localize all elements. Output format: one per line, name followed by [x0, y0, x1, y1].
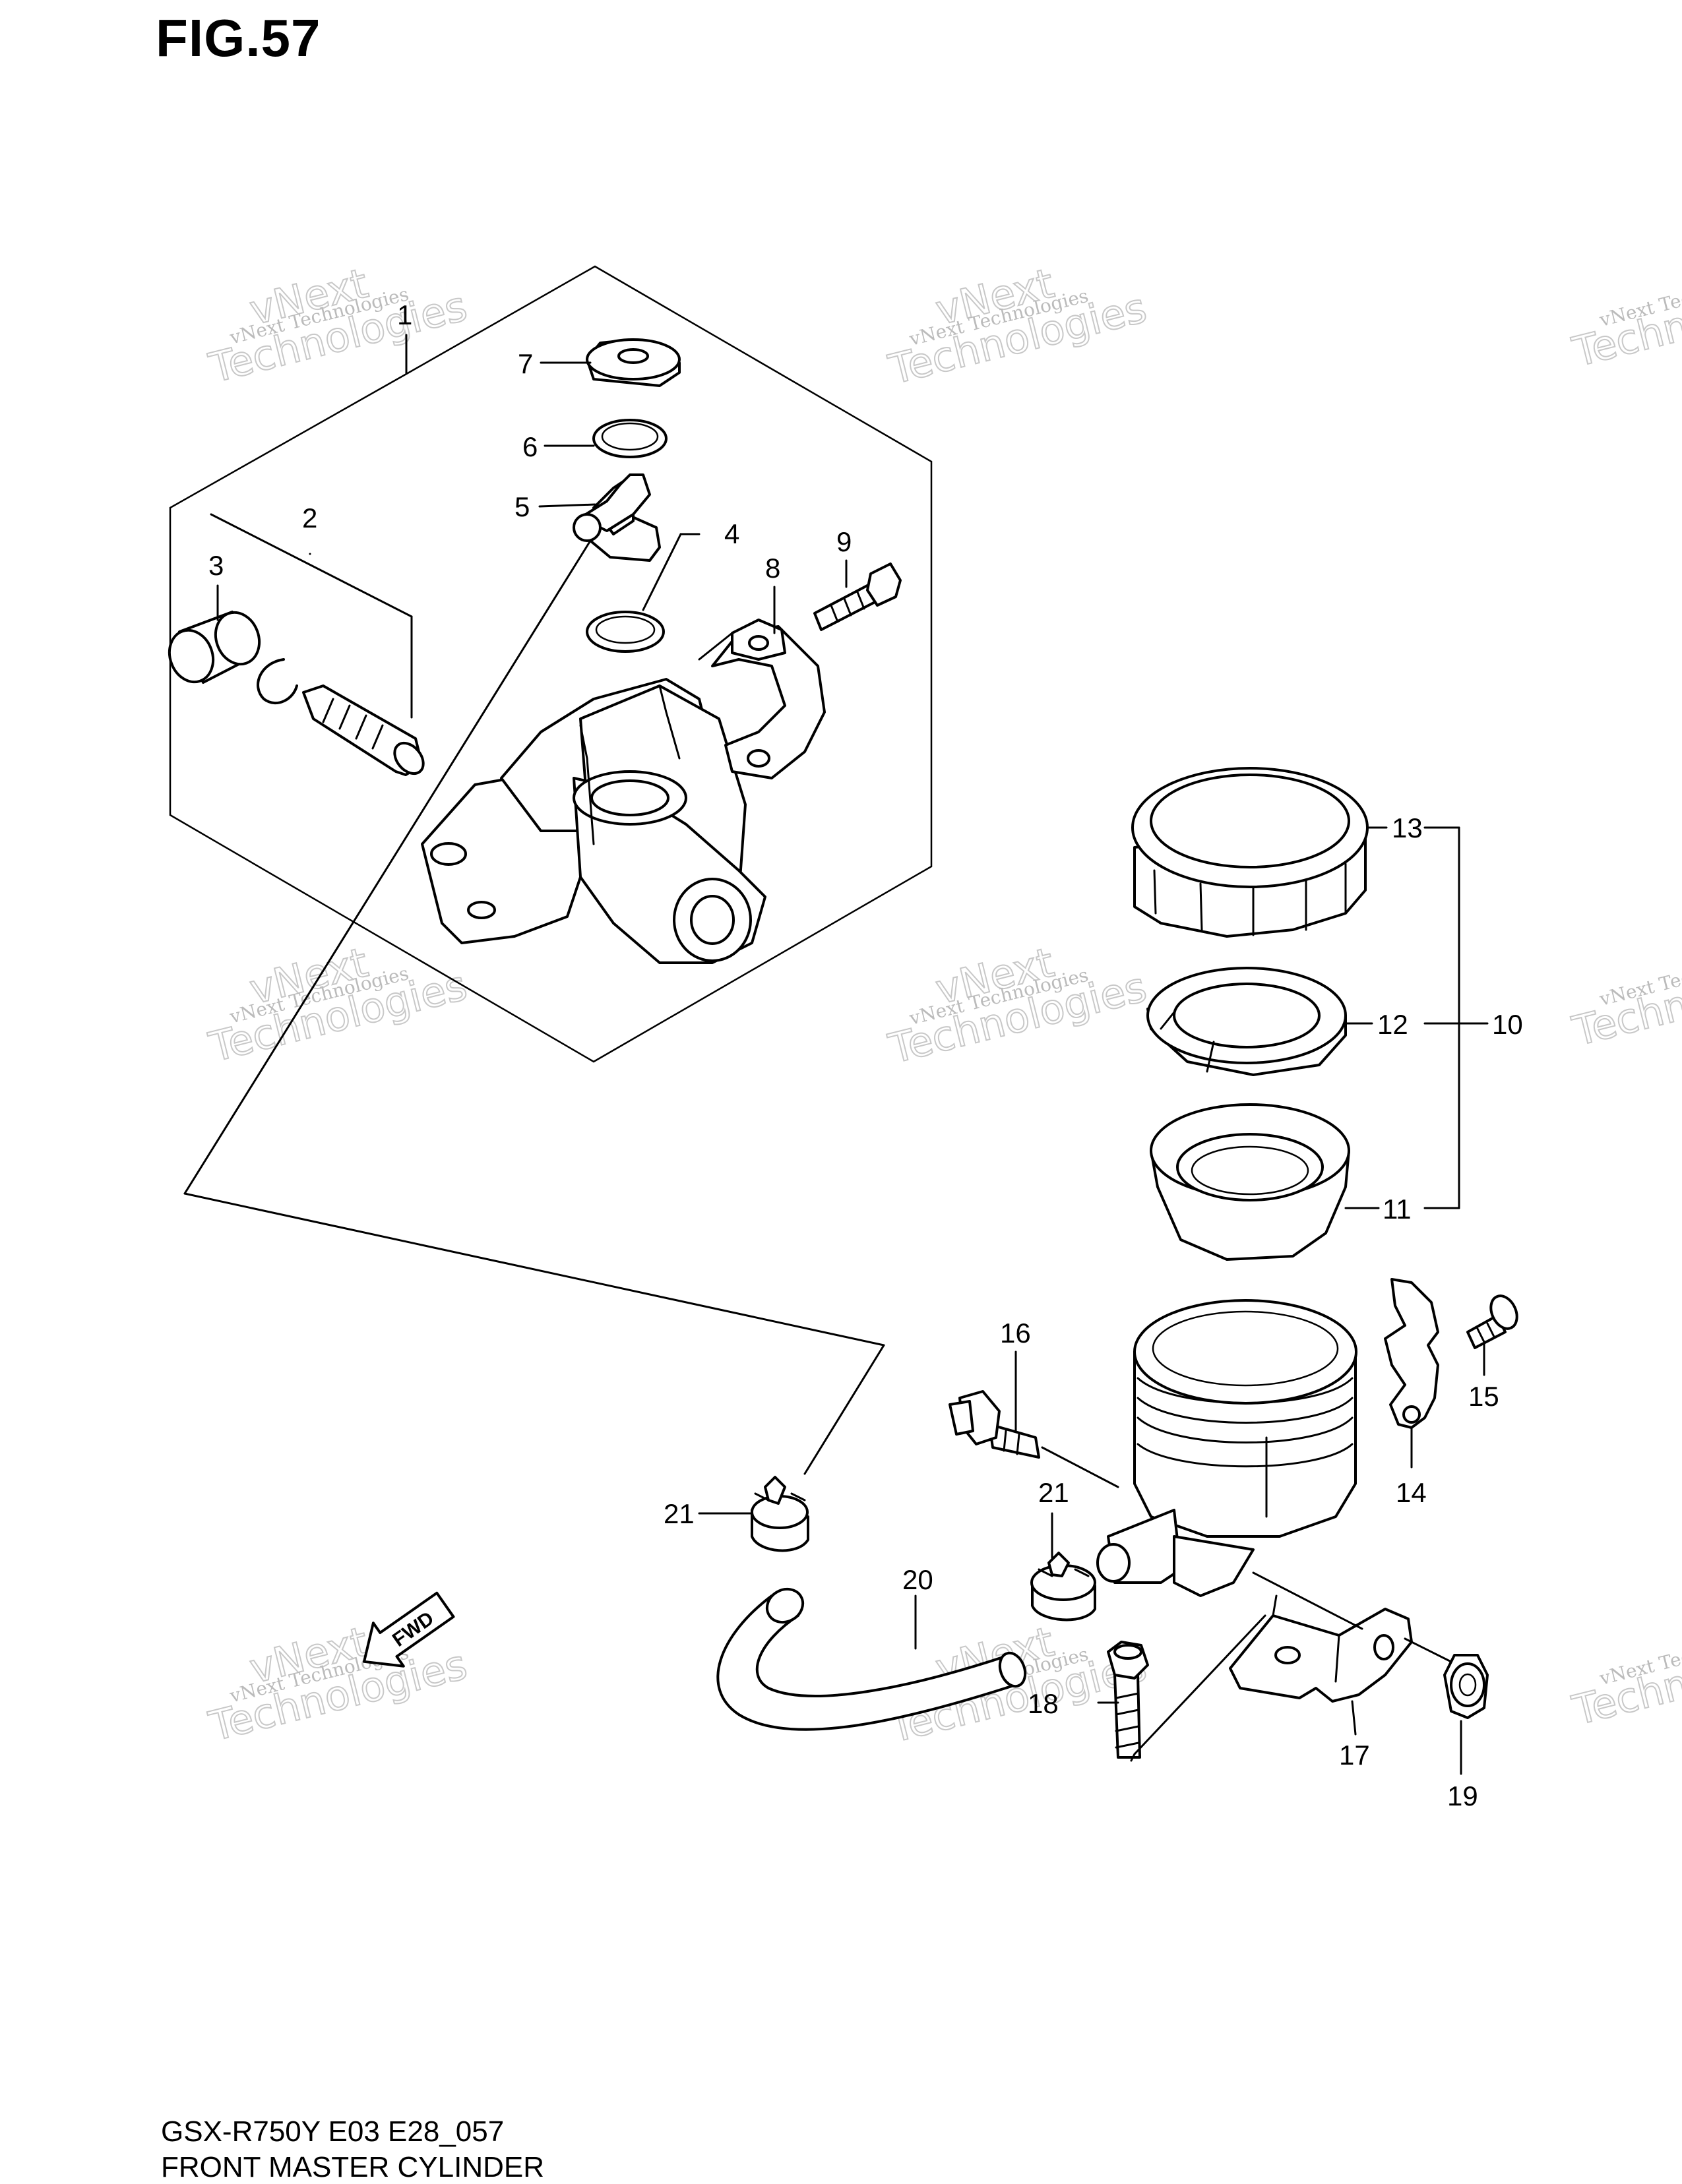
callout-17: 17	[1339, 1740, 1370, 1771]
callout-6: 6	[522, 431, 538, 462]
callout-11: 11	[1383, 1194, 1412, 1225]
callout-8: 8	[765, 553, 780, 584]
screw-15	[1466, 1294, 1518, 1349]
circlip	[257, 658, 298, 704]
callout-19: 19	[1447, 1780, 1478, 1811]
assembly-name: FRONT MASTER CYLINDER	[161, 2151, 545, 2183]
bolt-18	[1107, 1641, 1149, 1759]
hose-connector-5	[573, 473, 661, 562]
watermark-top-center: Technologies vNext vNext Technologies	[883, 258, 1152, 395]
callout-10: 10	[1492, 1009, 1523, 1040]
callout-21-right: 21	[1038, 1477, 1069, 1508]
watermark-right-edge-bottom: Technologies vNext Technologies	[1567, 1623, 1682, 1735]
boot-3	[168, 611, 261, 684]
reservoir-tank	[1096, 1299, 1357, 1597]
bolt-9	[813, 562, 902, 631]
hose-clamp-21-upper	[751, 1476, 809, 1552]
model-code: GSX-R750Y E03 E28_057	[161, 2115, 505, 2148]
reservoir-cap-13	[1131, 767, 1369, 938]
watermark-right-edge-mid: Technologies vNext Technologies	[1567, 944, 1682, 1056]
bolt-16	[949, 1390, 1040, 1459]
callout-12: 12	[1377, 1009, 1408, 1040]
nut-19	[1443, 1654, 1489, 1719]
mounting-bracket-17	[1229, 1594, 1413, 1703]
callout-2: 2	[302, 502, 317, 533]
diaphragm-11	[1150, 1103, 1350, 1261]
watermark-mid-left: Technologies vNext vNext Technologies	[204, 938, 472, 1072]
forward-direction-arrow: FWD	[363, 1591, 455, 1668]
diaphragm-cap-7	[586, 338, 681, 387]
callout-3: 3	[208, 550, 224, 581]
watermark-top-left: Technologies vNext vNext Technologies	[204, 258, 472, 393]
bracket-14	[1384, 1278, 1439, 1429]
master-cylinder-body	[421, 678, 766, 964]
callout-14: 14	[1396, 1477, 1427, 1508]
o-ring-4	[586, 611, 665, 653]
reservoir-hose-20	[716, 1587, 1027, 1731]
callout-15: 15	[1468, 1381, 1499, 1412]
callout-4: 4	[724, 518, 739, 549]
callout-5: 5	[514, 491, 530, 522]
hose-clamp-21-lower	[1030, 1552, 1096, 1622]
callout-13: 13	[1392, 812, 1423, 843]
clamp-holder-8	[698, 619, 826, 779]
callout-7: 7	[518, 348, 533, 379]
assembly-1-outline	[169, 265, 933, 1063]
callout-20: 20	[902, 1564, 933, 1595]
leader-lines	[183, 334, 1489, 1775]
piston-set-2	[302, 684, 425, 776]
retaining-ring-6	[592, 419, 668, 458]
callout-18: 18	[1028, 1688, 1059, 1719]
callout-21-left: 21	[664, 1498, 695, 1529]
callout-1: 1	[397, 299, 412, 330]
callout-9: 9	[836, 526, 852, 557]
diaphragm-plate-12	[1146, 967, 1347, 1076]
watermark-right-edge: Technologies vNext Technologies	[1567, 265, 1682, 377]
figure-title: FIG.57	[156, 9, 321, 67]
callout-numbers: 1 2 3 4 5 6 7 8 9 10 11 12 13 14 15 16 1…	[208, 299, 1523, 1811]
callout-16: 16	[1000, 1318, 1031, 1349]
watermark-mid-center: Technologies vNext vNext Technologies	[883, 938, 1152, 1074]
